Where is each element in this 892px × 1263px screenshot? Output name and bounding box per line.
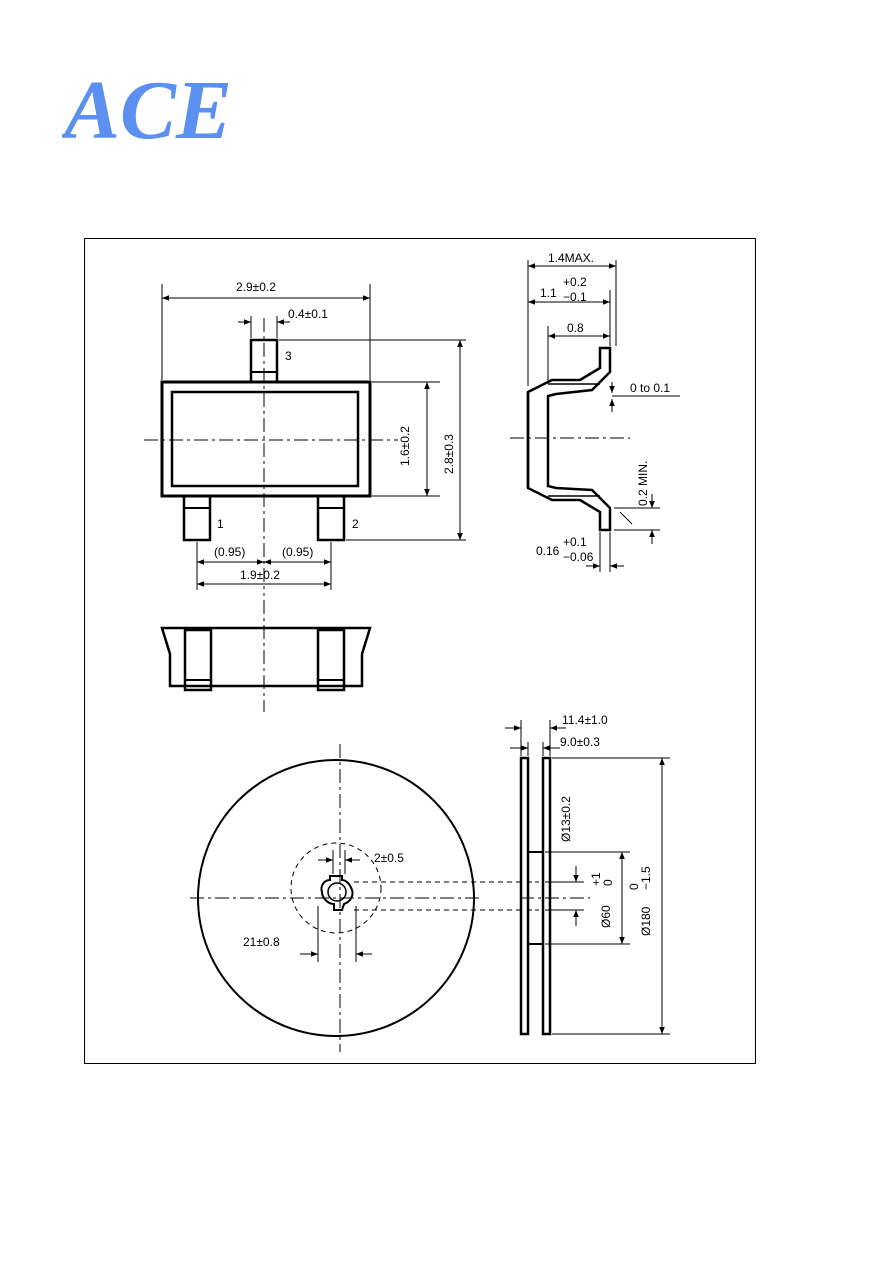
reel-side-view — [505, 720, 670, 1036]
dim-lead-length: 0.8 — [567, 321, 584, 335]
pin-label-3: 3 — [285, 349, 292, 363]
dim-slot: 2±0.5 — [374, 851, 404, 865]
dim-pin-span: 1.9±0.2 — [240, 568, 280, 582]
reel-flange-left — [519, 756, 530, 1036]
logo-text: ACE — [62, 64, 232, 150]
dim-body-height: 1.6±0.2 — [398, 426, 412, 466]
dim-reel-inner-width: 9.0±0.3 — [560, 735, 600, 749]
dim-lead-thk: 0.16 — [536, 544, 560, 558]
dim-pin3-width: 0.4±0.1 — [288, 307, 328, 321]
package-body — [160, 380, 372, 498]
dim-max-height: 1.4MAX. — [548, 251, 594, 265]
hub-circle — [290, 842, 382, 934]
front-pin-2 — [316, 628, 346, 692]
dim-body-thk-minus: −0.1 — [563, 290, 587, 304]
dim-standoff: 0 to 0.1 — [630, 381, 670, 395]
pin-2 — [316, 494, 346, 542]
dim-lead-thk-minus: −0.06 — [563, 550, 594, 564]
dim-body-thk-plus: +0.2 — [563, 275, 587, 289]
side-body — [526, 346, 612, 532]
dim-lead-min: 0.2 MIN. — [636, 461, 650, 506]
dim-lead-thk-plus: +0.1 — [563, 535, 587, 549]
reel-flange-right — [541, 756, 552, 1036]
dim-hub-dia-plus: +1 — [589, 872, 603, 886]
side-view — [510, 260, 680, 572]
pin-label-2: 2 — [352, 517, 359, 531]
front-body — [160, 626, 372, 688]
pin-label-1: 1 — [217, 517, 224, 531]
dim-hub-dia-minus: 0 — [601, 879, 615, 886]
ace-logo: ACE — [62, 64, 232, 150]
dim-reel-dia: Ø180 — [639, 906, 653, 936]
reel-front-view — [190, 744, 520, 1052]
hub-slot — [320, 875, 354, 911]
dim-pitch-left: (0.95) — [214, 545, 245, 559]
dim-hub-dia: Ø60 — [599, 905, 613, 928]
dim-overall-height: 2.8±0.3 — [442, 434, 456, 474]
top-view — [144, 284, 466, 596]
dim-overall-width: 2.9±0.2 — [236, 280, 276, 294]
dim-reel-overall-width: 11.4±1.0 — [562, 713, 608, 727]
dim-key: 21±0.8 — [243, 935, 280, 949]
dim-reel-dia-minus: −1.5 — [639, 866, 653, 890]
package-body-inner — [170, 390, 360, 488]
front-pin-1 — [183, 628, 213, 692]
pin-1 — [182, 494, 212, 542]
drawing-frame — [84, 238, 756, 1064]
dim-pitch-right: (0.95) — [282, 545, 313, 559]
dim-body-thk: 1.1 — [540, 286, 557, 300]
dim-reel-dia-plus: 0 — [627, 883, 641, 890]
front-view — [160, 600, 372, 712]
dim-hub-bore: Ø13±0.2 — [559, 796, 573, 842]
